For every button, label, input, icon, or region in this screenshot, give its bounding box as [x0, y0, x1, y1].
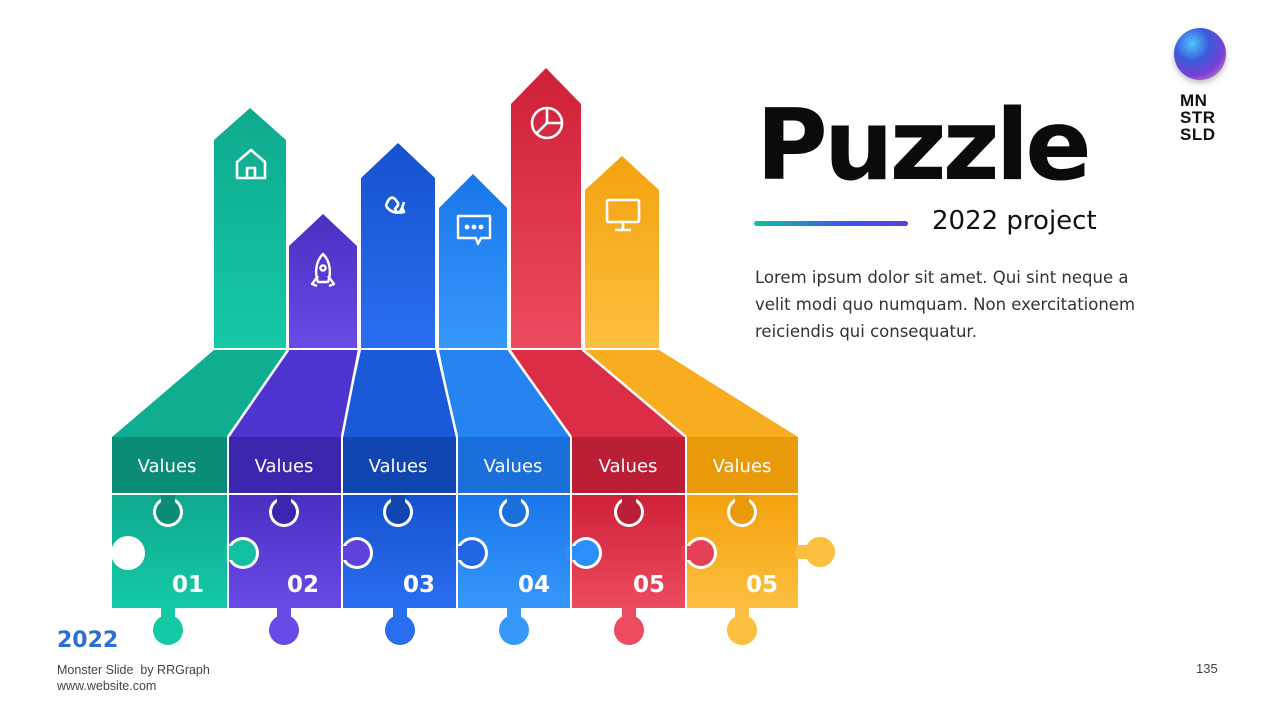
value-labels: Values Values Values Values Values Value…: [138, 456, 772, 477]
pie-chart-icon: [530, 106, 564, 140]
slide-title: Puzzle: [756, 89, 1092, 203]
value-label-3: Values: [369, 456, 428, 477]
arrow-2: [289, 214, 357, 348]
title-underline: [754, 221, 908, 226]
footer-website: www.website.com: [57, 679, 157, 693]
value-label-5: Values: [599, 456, 658, 477]
arrow-4: [439, 174, 507, 348]
home-icon: [235, 148, 267, 180]
brand-logo: MN STR SLD: [1172, 28, 1228, 143]
value-label-6: Values: [713, 456, 772, 477]
piece-number-4: 04: [518, 572, 550, 598]
phone-icon: [384, 196, 406, 215]
piece-number-5: 05: [633, 572, 665, 598]
footer-credit: Monster Slide by RRGraph www.website.com: [57, 662, 210, 694]
arrow-6: [585, 156, 659, 348]
logo-orb-icon: [1174, 28, 1226, 80]
monitor-icon: [605, 198, 641, 232]
floor: [112, 349, 798, 438]
puzzle-piece-1: [111, 495, 227, 645]
logo-text: MN STR SLD: [1180, 92, 1228, 143]
chat-icon: [456, 214, 492, 246]
piece-number-1: 01: [172, 572, 204, 598]
piece-number-6: 05: [746, 572, 778, 598]
slide-subtitle: 2022 project: [932, 206, 1097, 236]
value-label-2: Values: [255, 456, 314, 477]
footer-year: 2022: [57, 628, 119, 653]
puzzle-pieces: [111, 437, 835, 645]
logo-line-1: MN: [1180, 91, 1208, 110]
arrow-1: [214, 108, 286, 348]
value-bands: [112, 437, 798, 493]
logo-line-2: STR: [1180, 108, 1216, 127]
value-label-1: Values: [138, 456, 197, 477]
puzzle-piece-6: [685, 495, 835, 645]
body-text: Lorem ipsum dolor sit amet. Qui sint neq…: [755, 268, 1136, 341]
logo-line-3: SLD: [1180, 125, 1216, 144]
piece-number-2: 02: [287, 572, 319, 598]
piece-numbers: 01 02 03 04 05 05: [172, 572, 778, 598]
value-label-4: Values: [484, 456, 543, 477]
rocket-icon: [310, 252, 336, 288]
page-number: 135: [1196, 661, 1218, 676]
arrow-3: [361, 143, 435, 348]
piece-number-3: 03: [403, 572, 435, 598]
arrow-5: [511, 68, 581, 348]
footer-credit-line-1: Monster Slide by RRGraph: [57, 663, 210, 677]
